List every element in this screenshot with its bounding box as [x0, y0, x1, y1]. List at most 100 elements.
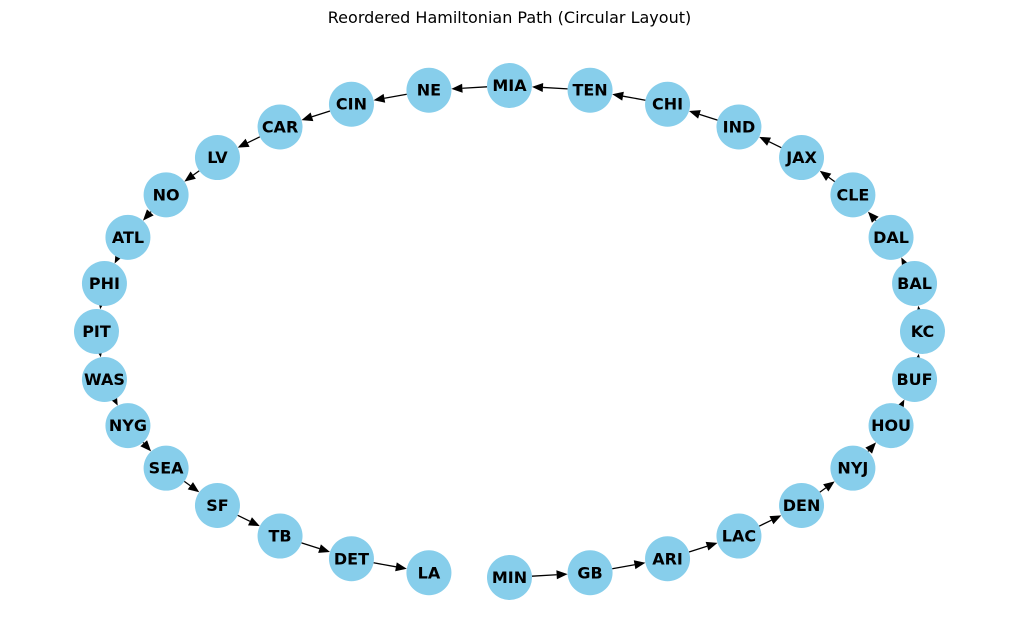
- node-mia: MIA: [487, 63, 532, 108]
- edge-chi-to-ten: [612, 91, 646, 101]
- arrowhead-icon: [140, 440, 152, 452]
- edge-line: [183, 480, 191, 487]
- edge-line: [149, 211, 152, 213]
- edge-sea-to-sf: [183, 480, 200, 493]
- node-circle: [194, 482, 240, 528]
- node-circle: [779, 482, 825, 528]
- node-nyg: NYG: [105, 403, 151, 449]
- node-label: CLE: [836, 185, 869, 204]
- arrowhead-icon: [318, 544, 331, 553]
- node-circle: [830, 445, 876, 491]
- node-label: CHI: [652, 95, 683, 114]
- node-circle: [645, 81, 691, 127]
- arrowhead-icon: [556, 570, 568, 580]
- node-label: NE: [417, 81, 441, 100]
- node-label: WAS: [84, 370, 125, 389]
- node-label: IND: [723, 117, 756, 136]
- node-label: ATL: [112, 228, 144, 247]
- node-nyj: NYJ: [830, 445, 876, 491]
- node-hou: HOU: [868, 403, 914, 449]
- edge-gb-to-ari: [612, 560, 646, 570]
- node-lv: LV: [194, 135, 240, 181]
- node-label: PHI: [89, 274, 120, 293]
- arrowhead-icon: [395, 562, 407, 572]
- edge-min-to-gb: [531, 570, 568, 580]
- node-label: NYJ: [837, 459, 868, 478]
- edge-line: [542, 86, 568, 90]
- edge-den-to-nyj: [819, 481, 835, 493]
- node-label: BUF: [896, 370, 932, 389]
- node-circle: [257, 104, 303, 150]
- arrowhead-icon: [867, 211, 879, 223]
- node-circle: [74, 309, 119, 354]
- node-label: DET: [334, 549, 369, 568]
- node-kc: KC: [900, 309, 945, 354]
- node-circle: [716, 104, 762, 150]
- node-dal: DAL: [868, 214, 914, 260]
- edge-line: [301, 542, 320, 550]
- arrowhead-icon: [531, 82, 544, 92]
- node-circle: [716, 513, 762, 559]
- arrowhead-icon: [819, 170, 832, 181]
- edge-nyj-to-hou: [865, 442, 877, 454]
- node-circle: [868, 403, 914, 449]
- node-label: LV: [207, 148, 228, 167]
- edge-line: [688, 545, 708, 553]
- edge-line: [531, 574, 557, 577]
- edge-line: [311, 110, 331, 118]
- arrowhead-icon: [184, 171, 196, 182]
- arrowhead-icon: [373, 93, 386, 103]
- node-label: DEN: [783, 496, 821, 515]
- edge-line: [828, 176, 836, 183]
- node-car: CAR: [257, 104, 303, 150]
- node-sf: SF: [194, 482, 240, 528]
- arrowhead-icon: [633, 560, 646, 570]
- edge-dal-to-cle: [867, 211, 879, 223]
- node-label: TB: [268, 527, 291, 546]
- node-cle: CLE: [830, 172, 876, 218]
- arrowhead-icon: [237, 138, 250, 148]
- edge-line: [247, 136, 261, 144]
- node-label: KC: [911, 322, 934, 341]
- node-circle: [328, 536, 374, 582]
- edge-lac-to-den: [758, 515, 782, 527]
- arrowhead-icon: [769, 515, 782, 525]
- node-label: NYG: [109, 416, 147, 435]
- edge-line: [373, 562, 397, 568]
- node-circle: [567, 550, 613, 596]
- node-ari: ARI: [645, 536, 691, 582]
- node-label: HOU: [871, 416, 911, 435]
- edge-ten-to-mia: [531, 82, 568, 92]
- node-lac: LAC: [716, 513, 762, 559]
- node-circle: [645, 536, 691, 582]
- node-bal: BAL: [892, 261, 938, 307]
- node-circle: [406, 550, 452, 596]
- edge-lv-to-no: [184, 170, 200, 182]
- node-phi: PHI: [81, 261, 127, 307]
- node-gb: GB: [567, 550, 613, 596]
- node-jax: JAX: [779, 135, 825, 181]
- edge-ind-to-chi: [688, 110, 718, 121]
- node-label: LAC: [722, 527, 756, 546]
- node-circle: [143, 172, 189, 218]
- edge-nyg-to-sea: [140, 440, 152, 452]
- node-min: MIN: [487, 555, 532, 600]
- arrowhead-icon: [823, 481, 835, 492]
- node-circle: [900, 309, 945, 354]
- arrowhead-icon: [142, 209, 154, 221]
- node-den: DEN: [779, 482, 825, 528]
- diagram-title: Reordered Hamiltonian Path (Circular Lay…: [327, 8, 692, 27]
- node-label: MIN: [492, 568, 527, 587]
- node-sea: SEA: [143, 445, 189, 491]
- edge-cin-to-car: [301, 110, 331, 122]
- node-det: DET: [328, 536, 374, 582]
- node-label: GB: [577, 563, 602, 582]
- arrowhead-icon: [688, 110, 701, 119]
- arrowhead-icon: [247, 517, 260, 527]
- edge-sf-to-tb: [237, 514, 260, 527]
- node-la: LA: [406, 550, 452, 596]
- edge-line: [874, 219, 877, 222]
- node-buf: BUF: [892, 356, 938, 402]
- node-label: DAL: [873, 228, 909, 247]
